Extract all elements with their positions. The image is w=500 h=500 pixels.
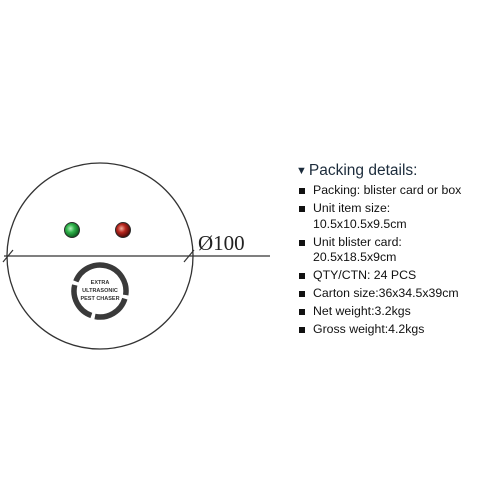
spec-value: 20.5x18.5x9cm [313, 250, 397, 264]
square-bullet-icon [299, 327, 305, 333]
brand-logo: EXTRA ULTRASONIC PEST CHASER [71, 262, 129, 320]
spec-label: Packing: blister card or box [313, 183, 462, 197]
square-bullet-icon [299, 206, 305, 212]
square-bullet-icon [299, 309, 305, 315]
dimension-tick-left [2, 249, 14, 263]
spec-item-qty-per-carton: QTY/CTN: 24 PCS [296, 268, 496, 284]
spec-item-carton-size: Carton size:36x34.5x39cm [296, 286, 496, 302]
spec-item-unit-item-size: Unit item size: 10.5x10.5x9.5cm [296, 201, 496, 232]
spec-label: Net weight:3.2kgs [313, 304, 411, 318]
spec-label: QTY/CTN: 24 PCS [313, 268, 417, 282]
triangle-down-icon: ▼ [296, 165, 307, 177]
spec-label: Gross weight:4.2kgs [313, 322, 425, 336]
spec-label: Unit item size: [313, 201, 391, 215]
spec-item-unit-blister-card: Unit blister card: 20.5x18.5x9cm [296, 235, 496, 266]
diameter-label: Ø100 [198, 231, 245, 255]
square-bullet-icon [299, 291, 305, 297]
dimension-tick-right [183, 249, 195, 263]
spec-label: Carton size:36x34.5x39cm [313, 286, 459, 300]
green-indicator-light [64, 222, 80, 238]
spec-item-net-weight: Net weight:3.2kgs [296, 304, 496, 320]
spec-item-gross-weight: Gross weight:4.2kgs [296, 322, 496, 338]
square-bullet-icon [299, 188, 305, 194]
packing-details-panel: ▼ Packing details: Packing: blister card… [296, 162, 496, 340]
square-bullet-icon [299, 273, 305, 279]
logo-line-1: EXTRA [91, 280, 110, 286]
square-bullet-icon [299, 239, 305, 246]
spec-label: Unit blister card: [313, 234, 402, 249]
spec-item-packing: Packing: blister card or box [296, 183, 496, 199]
packing-details-heading: ▼ Packing details: [296, 162, 496, 180]
red-indicator-light [115, 222, 131, 238]
packing-details-title: Packing details: [308, 162, 418, 179]
logo-line-3: PEST CHASER [80, 296, 119, 302]
logo-line-2: ULTRASONIC [82, 288, 118, 294]
spec-value: 10.5x10.5x9.5cm [313, 216, 407, 231]
